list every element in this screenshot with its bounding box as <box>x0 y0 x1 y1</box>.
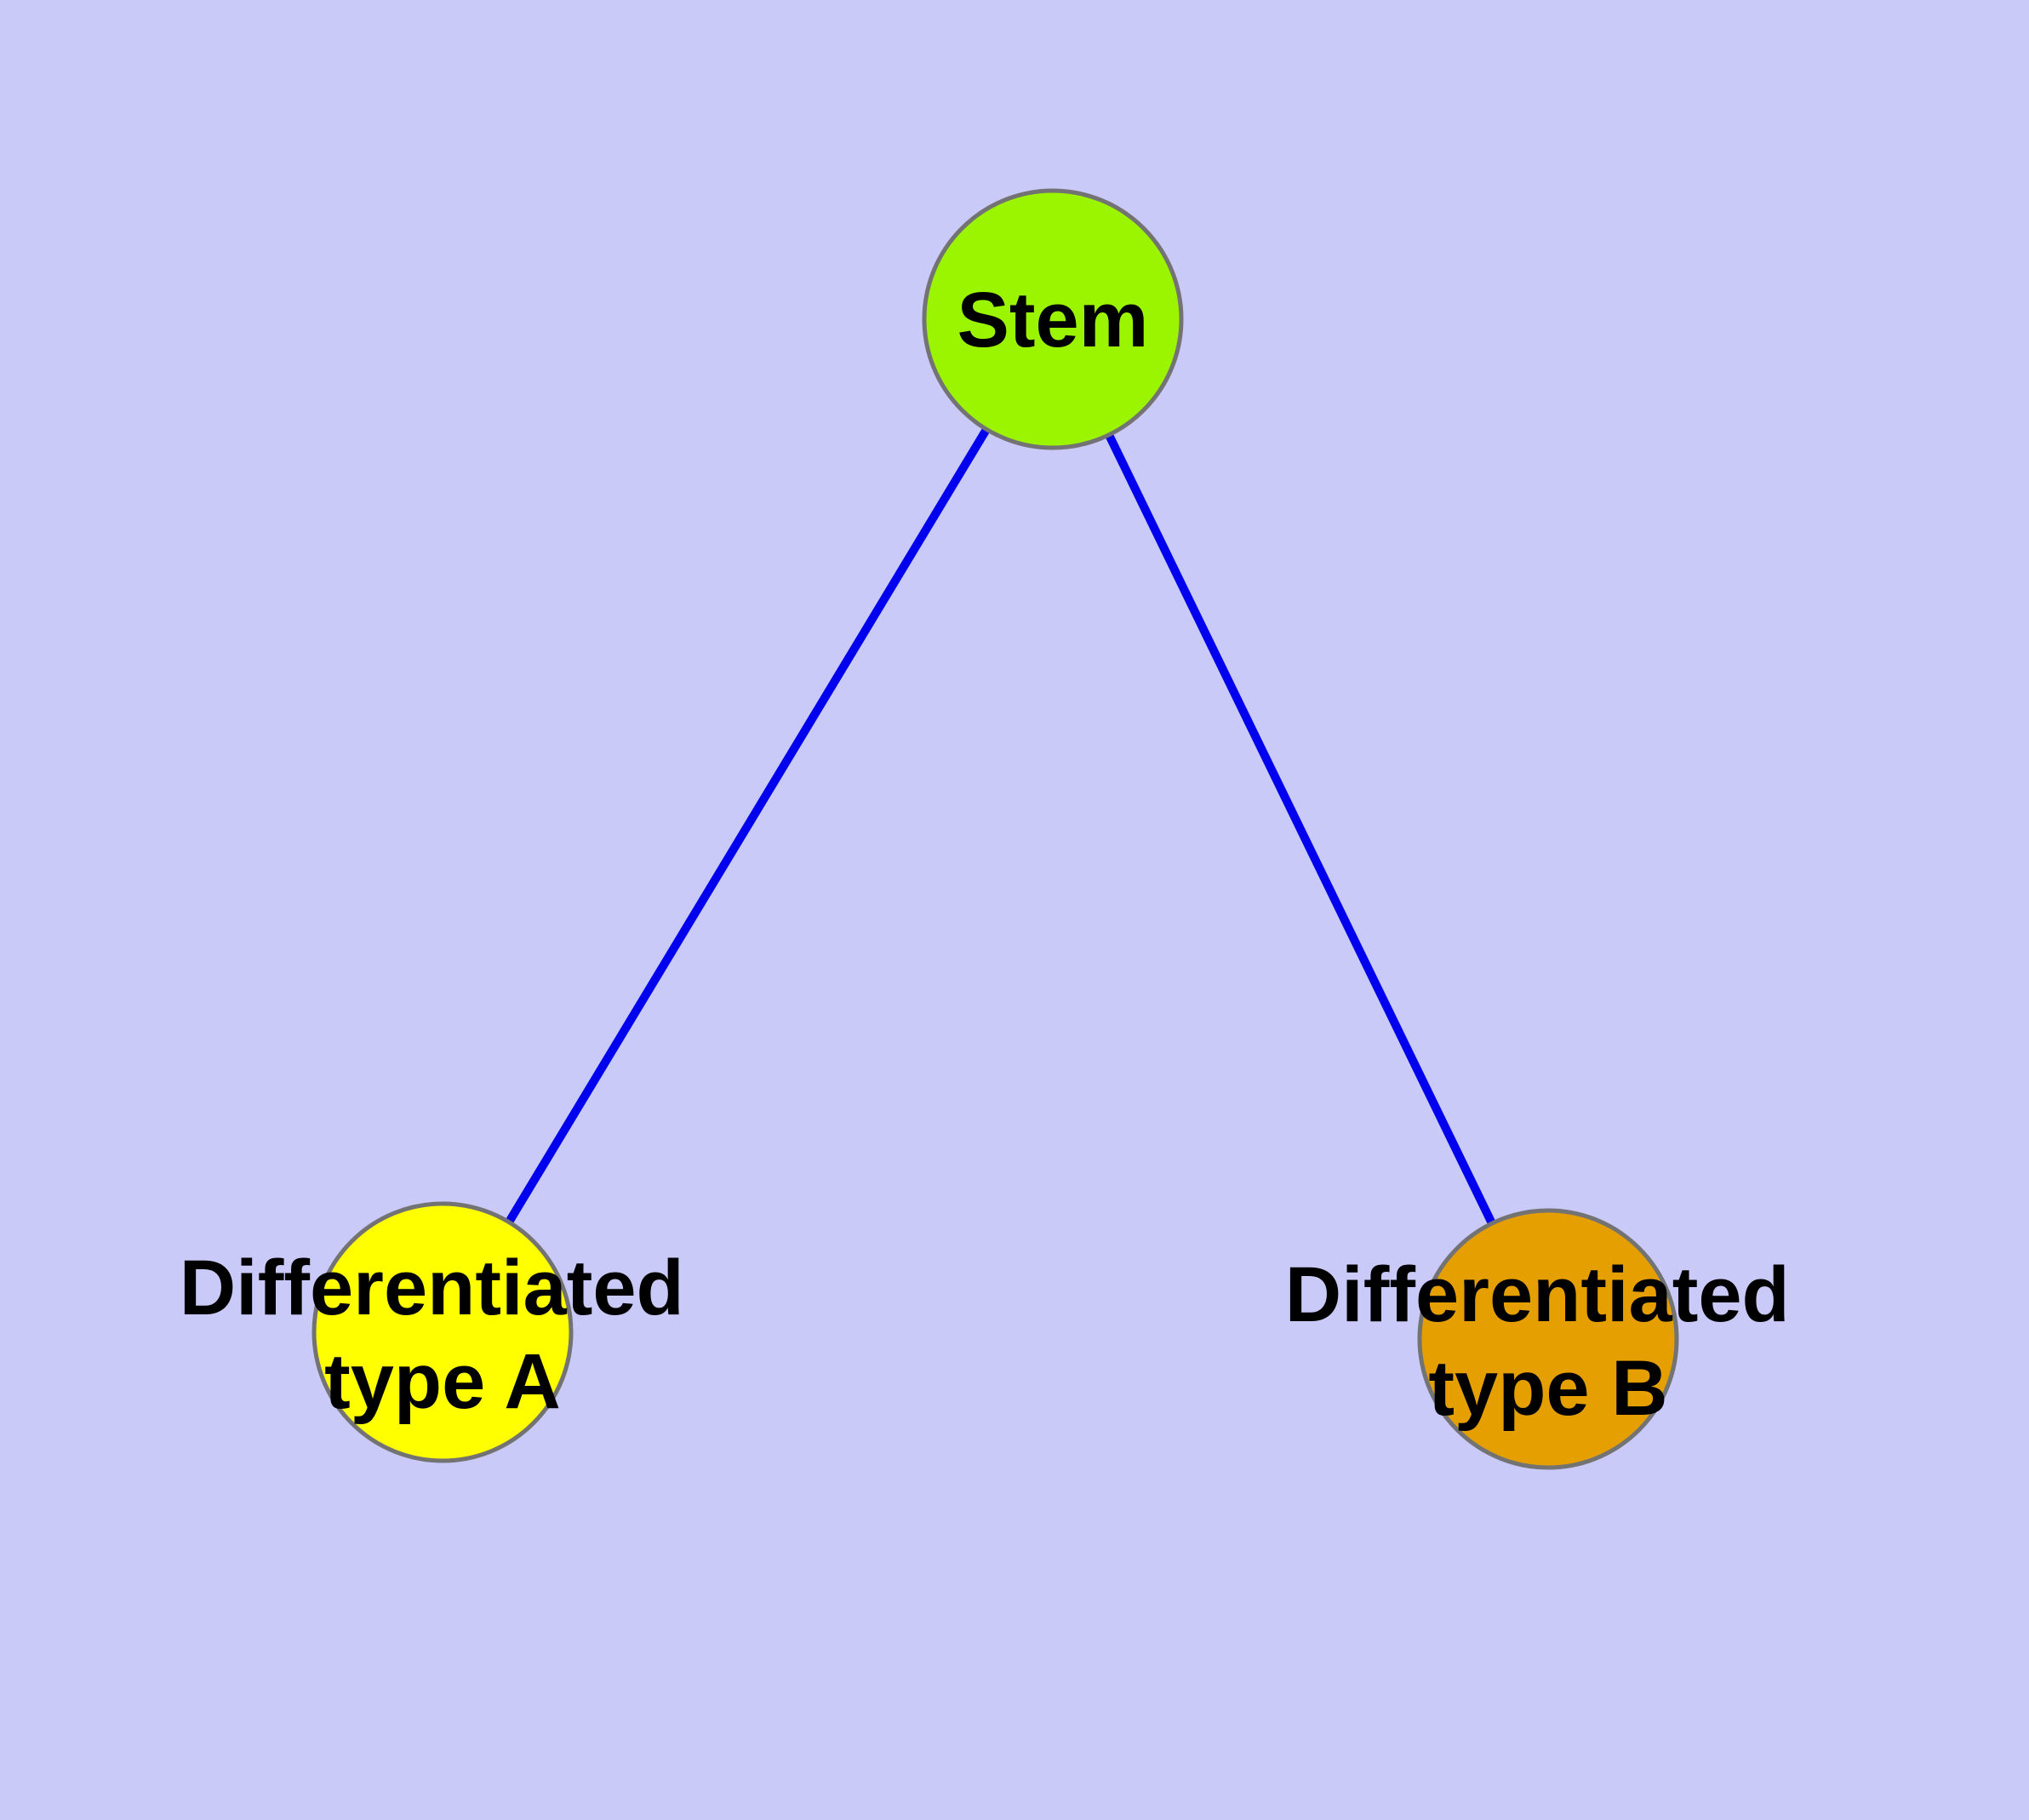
node-label-differentiated-type-a: Differentiated type A <box>180 1245 706 1425</box>
node-differentiated-type-a <box>311 1201 574 1463</box>
node-label-differentiated-type-b: Differentiated type B <box>1285 1251 1812 1432</box>
node-label-line-1: Differentiated <box>180 1245 684 1331</box>
node-label-line-2: type B <box>1428 1345 1667 1432</box>
edge-stem-to-type-a <box>438 317 1057 1335</box>
node-stem <box>922 188 1184 450</box>
node-label-line-2: type A <box>324 1338 561 1425</box>
node-label-line-1: Differentiated <box>1285 1251 1790 1338</box>
edge-stem-to-type-b <box>1049 317 1552 1342</box>
node-differentiated-type-b <box>1417 1208 1679 1470</box>
node-label-stem: Stem <box>957 277 1149 363</box>
